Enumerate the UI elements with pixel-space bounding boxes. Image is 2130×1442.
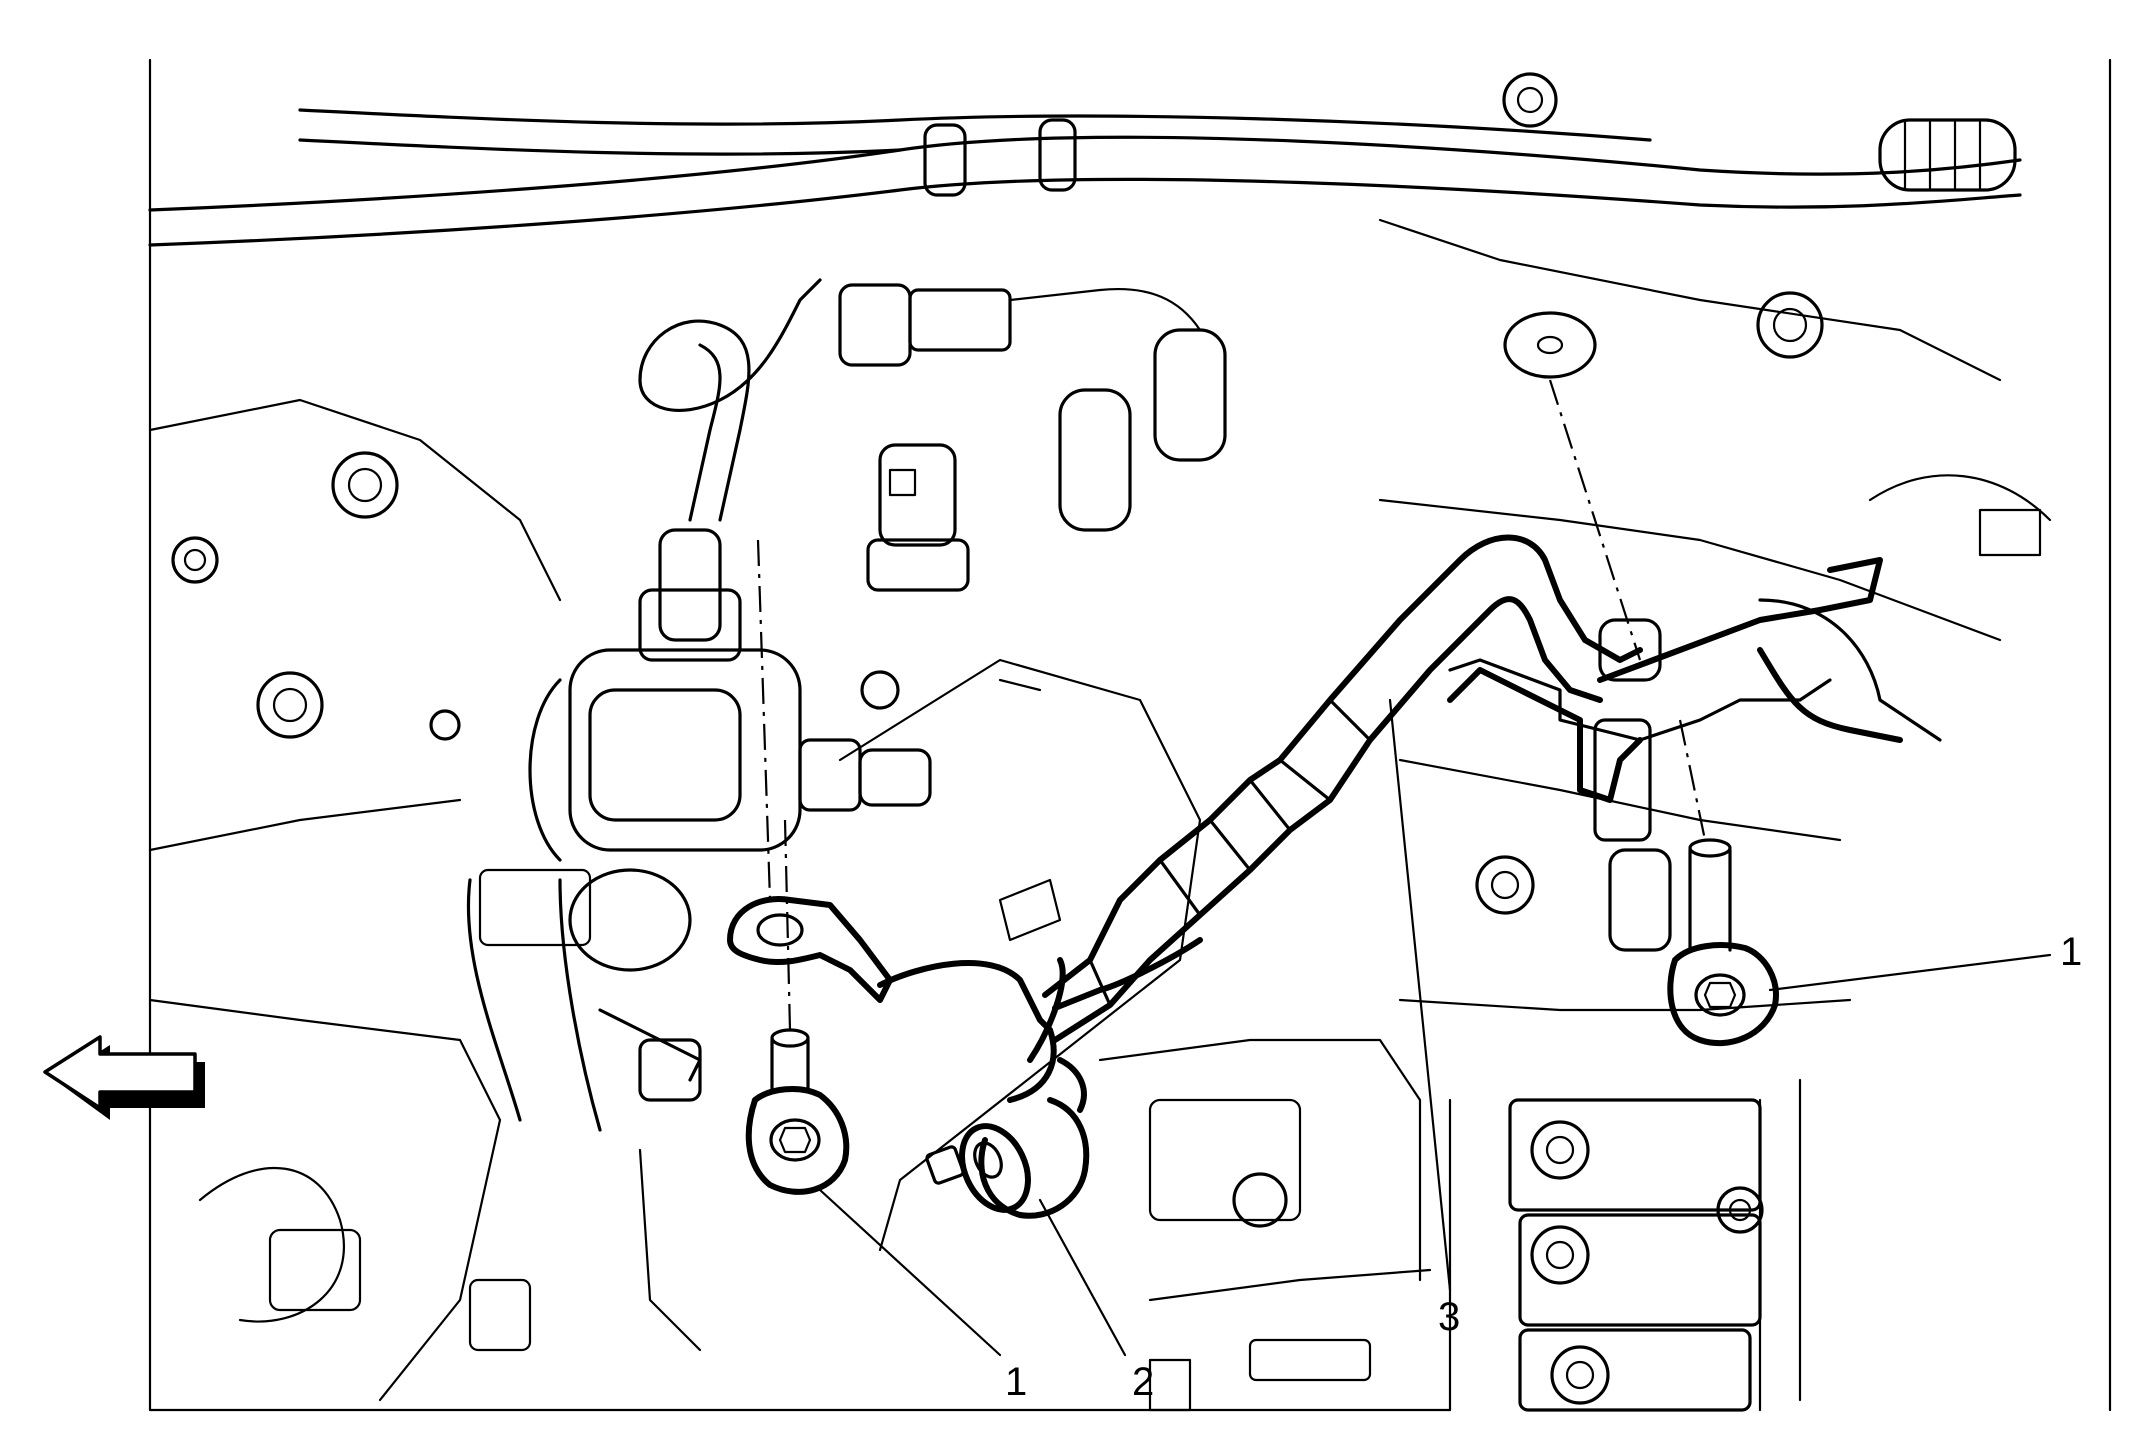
engine-background (148, 58, 2112, 1412)
fuel-feed-pipe (727, 534, 1903, 1219)
wiring-clips (1508, 1078, 1802, 1412)
callout-label-3: 3 (1438, 1295, 1460, 1339)
callout-label-1-right: 1 (2060, 930, 2082, 974)
arrow-left-icon (43, 1035, 205, 1120)
bolt-axis-lines (756, 379, 1707, 1031)
leader-lines (818, 698, 2052, 1357)
bolt-left (745, 1028, 850, 1195)
callout-label-1-bottom: 1 (1005, 1360, 1027, 1404)
bolt-right (1667, 838, 1779, 1047)
callout-label-2: 2 (1132, 1360, 1154, 1404)
